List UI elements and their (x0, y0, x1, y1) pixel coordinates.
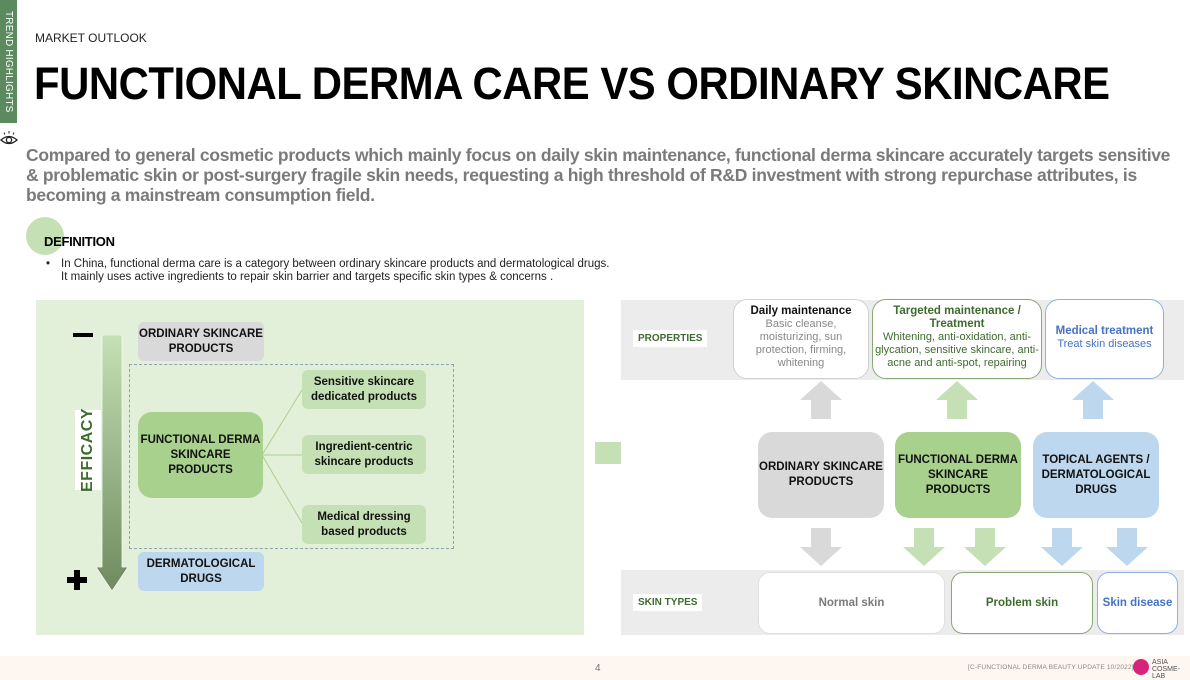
footer-reference: [C-FUNCTIONAL DERMA BEAUTY UPDATE 10/202… (968, 664, 1134, 671)
definition-line-2: It mainly uses active ingredients to rep… (61, 271, 554, 283)
page-title: FUNCTIONAL DERMA CARE VS ORDINARY SKINCA… (34, 58, 1110, 109)
property-body: Whitening, anti-oxidation, anti-glycatio… (875, 331, 1039, 369)
down-arrow-icon (1041, 528, 1083, 566)
down-arrow-icon (800, 528, 842, 566)
footer-bar (0, 656, 1190, 680)
properties-label: PROPERTIES (633, 330, 708, 347)
skin-type-problem: Problem skin (951, 572, 1093, 634)
property-body: Basic cleanse, moisturizing, sun protect… (755, 318, 847, 369)
property-card-medical: Medical treatment Treat skin diseases (1045, 299, 1164, 379)
category-functional-box: FUNCTIONAL DERMA SKINCARE PRODUCTS (895, 432, 1021, 518)
subcategory-box: Ingredient-centric skincare products (302, 435, 426, 474)
property-card-daily: Daily maintenance Basic cleanse, moistur… (733, 299, 869, 379)
definition-circle-decoration (26, 217, 64, 255)
logo-text: ASIA COSME-LAB (1152, 659, 1190, 680)
property-card-targeted: Targeted maintenance / Treatment Whiteni… (872, 299, 1042, 379)
minus-icon (73, 333, 93, 337)
summary-text: Compared to general cosmetic products wh… (26, 145, 1171, 205)
property-heading: Medical treatment (1055, 325, 1154, 337)
section-label: MARKET OUTLOOK (35, 31, 147, 45)
logo-icon (1133, 659, 1149, 675)
efficacy-text: EFFICACY (79, 408, 96, 492)
down-arrow-icon (964, 528, 1006, 566)
ordinary-skincare-box: ORDINARY SKINCARE PRODUCTS (138, 322, 264, 361)
definition-line-1: In China, functional derma care is a cat… (61, 258, 610, 270)
skin-type-normal: Normal skin (758, 572, 945, 634)
efficacy-arrow-icon (96, 335, 128, 591)
logo-line-1: ASIA (1152, 659, 1168, 666)
connector-lines (262, 389, 303, 524)
subcategory-box: Sensitive skincare dedicated products (302, 370, 426, 409)
skin-types-label: SKIN TYPES (633, 594, 703, 611)
eye-icon (0, 131, 18, 145)
down-arrow-icon (903, 528, 945, 566)
property-heading: Daily maintenance (750, 305, 852, 317)
efficacy-label: EFFICACY (75, 408, 101, 492)
property-body: Treat skin diseases (1057, 338, 1152, 350)
dermatological-drugs-box: DERMATOLOGICAL DRUGS (138, 552, 264, 591)
up-arrow-icon (1072, 381, 1114, 419)
definition-text: • In China, functional derma care is a c… (46, 258, 609, 284)
logo-line-2: COSME-LAB (1152, 666, 1180, 680)
definition-title: DEFINITION (44, 234, 115, 249)
property-heading: Targeted maintenance / Treatment (893, 305, 1021, 330)
side-tab-label: TREND HIGHLIGHTS (3, 10, 14, 113)
side-tab: TREND HIGHLIGHTS (0, 0, 17, 123)
category-drugs-box: TOPICAL AGENTS / DERMATOLOGICAL DRUGS (1033, 432, 1159, 518)
subcategory-box: Medical dressing based products (302, 505, 426, 544)
bullet: • (46, 258, 51, 270)
up-arrow-icon (800, 381, 842, 419)
up-arrow-icon (936, 381, 978, 419)
functional-derma-box: FUNCTIONAL DERMA SKINCARE PRODUCTS (138, 412, 263, 498)
functional-group-frame (129, 364, 454, 549)
category-ordinary-box: ORDINARY SKINCARE PRODUCTS (758, 432, 884, 518)
plus-icon (67, 570, 87, 590)
skin-type-disease: Skin disease (1097, 572, 1178, 634)
down-arrow-icon (1106, 528, 1148, 566)
page-number: 4 (595, 663, 601, 674)
